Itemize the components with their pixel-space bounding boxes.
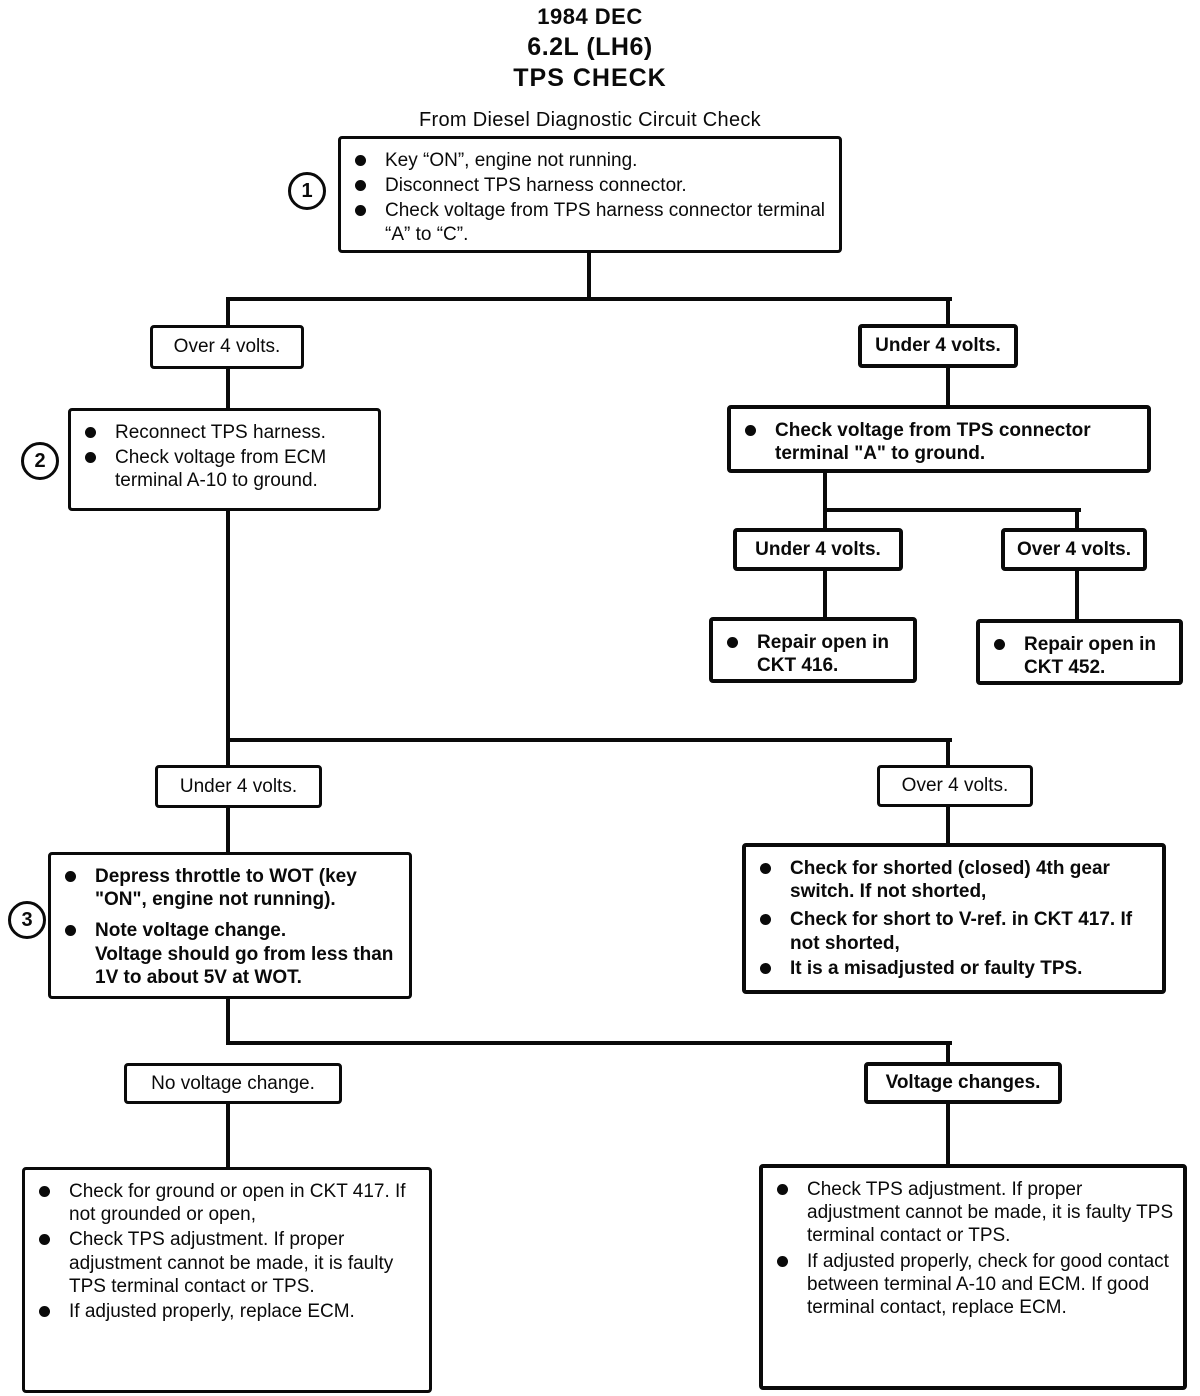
bullet-icon <box>355 205 366 217</box>
bullet-text: Key “ON”, engine not running. <box>385 150 638 171</box>
connector-line <box>823 470 827 530</box>
bullet-icon <box>760 962 771 974</box>
bullet-icon <box>85 452 96 464</box>
branch-under-4-volts-2: Under 4 volts. <box>733 528 903 571</box>
step-number-2: 2 <box>21 442 59 480</box>
connector-line <box>946 365 950 407</box>
bullet-icon <box>355 180 366 192</box>
title-engine: 6.2L (LH6) <box>527 33 653 61</box>
node-reconnect-check-ecm: Reconnect TPS harness. Check voltage fro… <box>68 408 381 511</box>
bullet-text: Reconnect TPS harness. <box>115 422 326 443</box>
bullet-icon <box>760 914 771 926</box>
branch-label: Over 4 volts. <box>901 775 1009 796</box>
step-number-1: 1 <box>288 172 326 210</box>
bullet-icon <box>994 639 1005 650</box>
connector-line <box>946 738 950 768</box>
bullet-text: Check TPS adjustment. If proper adjustme… <box>69 1229 394 1297</box>
branch-no-voltage-change: No voltage change. <box>124 1063 342 1104</box>
bullet-text: Check voltage from TPS harness connector… <box>385 200 826 245</box>
connector-line <box>946 804 950 846</box>
title-subtitle: From Diesel Diagnostic Circuit Check <box>418 109 761 131</box>
bullet-text: Repair open in CKT 416. <box>757 632 889 677</box>
connector-line <box>226 508 230 768</box>
bullet-text: If adjusted properly, check for good con… <box>807 1250 1169 1318</box>
connector-line <box>226 297 230 327</box>
bullet-text: Depress throttle to WOT (key "ON", engin… <box>95 866 357 911</box>
bullet-text: Check voltage from TPS connector termina… <box>775 420 1091 465</box>
branch-label: Under 4 volts. <box>179 775 298 797</box>
bullet-text: Disconnect TPS harness connector. <box>385 175 687 197</box>
branch-label: No voltage change. <box>151 1072 315 1094</box>
bullet-icon <box>727 637 738 648</box>
connector-line <box>946 1101 950 1167</box>
connector-line <box>946 1041 950 1065</box>
node-start: Key “ON”, engine not running. Disconnect… <box>338 136 842 253</box>
bullet-icon <box>39 1305 50 1317</box>
bullet-icon <box>65 871 76 882</box>
branch-label: Voltage changes. <box>885 1072 1041 1093</box>
connector-line <box>226 1041 952 1045</box>
branch-label: Over 4 volts. <box>173 336 281 357</box>
branch-voltage-changes: Voltage changes. <box>864 1062 1062 1104</box>
title-block: 1984 DEC 6.2L (LH6) TPS CHECK From Diese… <box>0 4 1180 132</box>
step-number-label: 3 <box>21 908 33 931</box>
bullet-icon <box>760 863 771 874</box>
node-check-tps-connector: Check voltage from TPS connector termina… <box>727 405 1151 473</box>
node-check-4th-gear-switch: Check for shorted (closed) 4th gear swit… <box>742 843 1166 994</box>
branch-over-4-volts-2: Over 4 volts. <box>1001 528 1147 571</box>
connector-line <box>226 996 230 1045</box>
node-repair-ckt-416: Repair open in CKT 416. <box>709 617 917 683</box>
connector-line <box>823 568 827 620</box>
branch-label: Over 4 volts. <box>1016 538 1132 560</box>
page-title: TPS CHECK <box>513 64 667 92</box>
bullet-icon <box>355 155 366 166</box>
bullet-text: If adjusted properly, replace ECM. <box>69 1300 355 1322</box>
bullet-icon <box>39 1186 50 1197</box>
branch-over-4-volts-1: Over 4 volts. <box>150 325 304 369</box>
bullet-text: Note voltage change. Voltage should go f… <box>95 920 394 988</box>
bullet-text: Check voltage from ECM terminal A-10 to … <box>115 447 327 492</box>
bullet-text: It is a misadjusted or faulty TPS. <box>790 957 1083 979</box>
branch-label: Under 4 volts. <box>875 335 1001 356</box>
node-repair-ckt-452: Repair open in CKT 452. <box>976 619 1183 685</box>
bullet-text: Repair open in CKT 452. <box>1024 634 1156 679</box>
connector-line <box>587 252 591 298</box>
bullet-text: Check for shorted (closed) 4th gear swit… <box>790 858 1110 903</box>
bullet-text: Check for ground or open in CKT 417. If … <box>69 1181 406 1226</box>
node-check-tps-adjustment: Check TPS adjustment. If proper adjustme… <box>759 1164 1187 1390</box>
step-number-label: 2 <box>34 449 46 472</box>
bullet-icon <box>777 1255 788 1267</box>
bullet-icon <box>85 427 96 438</box>
title-year: 1984 DEC <box>537 4 643 29</box>
bullet-icon <box>65 925 76 937</box>
node-depress-throttle-wot: Depress throttle to WOT (key "ON", engin… <box>48 852 412 999</box>
connector-line <box>226 738 952 742</box>
step-number-label: 1 <box>301 179 313 202</box>
bullet-text: Check for short to V-ref. in CKT 417. If… <box>790 909 1133 954</box>
branch-over-4-volts-3: Over 4 volts. <box>877 765 1033 807</box>
connector-line <box>946 297 950 327</box>
branch-under-4-volts-1: Under 4 volts. <box>858 324 1018 368</box>
bullet-icon <box>745 425 756 436</box>
step-number-3: 3 <box>8 901 46 939</box>
node-check-ground-open-ckt417: Check for ground or open in CKT 417. If … <box>22 1167 432 1393</box>
connector-line <box>226 1101 230 1169</box>
connector-line <box>226 366 230 410</box>
bullet-icon <box>39 1234 50 1246</box>
connector-line <box>823 508 1081 512</box>
connector-line <box>226 806 230 854</box>
branch-label: Under 4 volts. <box>755 538 881 560</box>
connector-line <box>1075 508 1079 532</box>
bullet-icon <box>777 1184 788 1195</box>
branch-under-4-volts-3: Under 4 volts. <box>155 765 322 808</box>
connector-line <box>226 297 952 301</box>
bullet-text: Check TPS adjustment. If proper adjustme… <box>807 1179 1174 1247</box>
connector-line <box>1075 568 1079 623</box>
